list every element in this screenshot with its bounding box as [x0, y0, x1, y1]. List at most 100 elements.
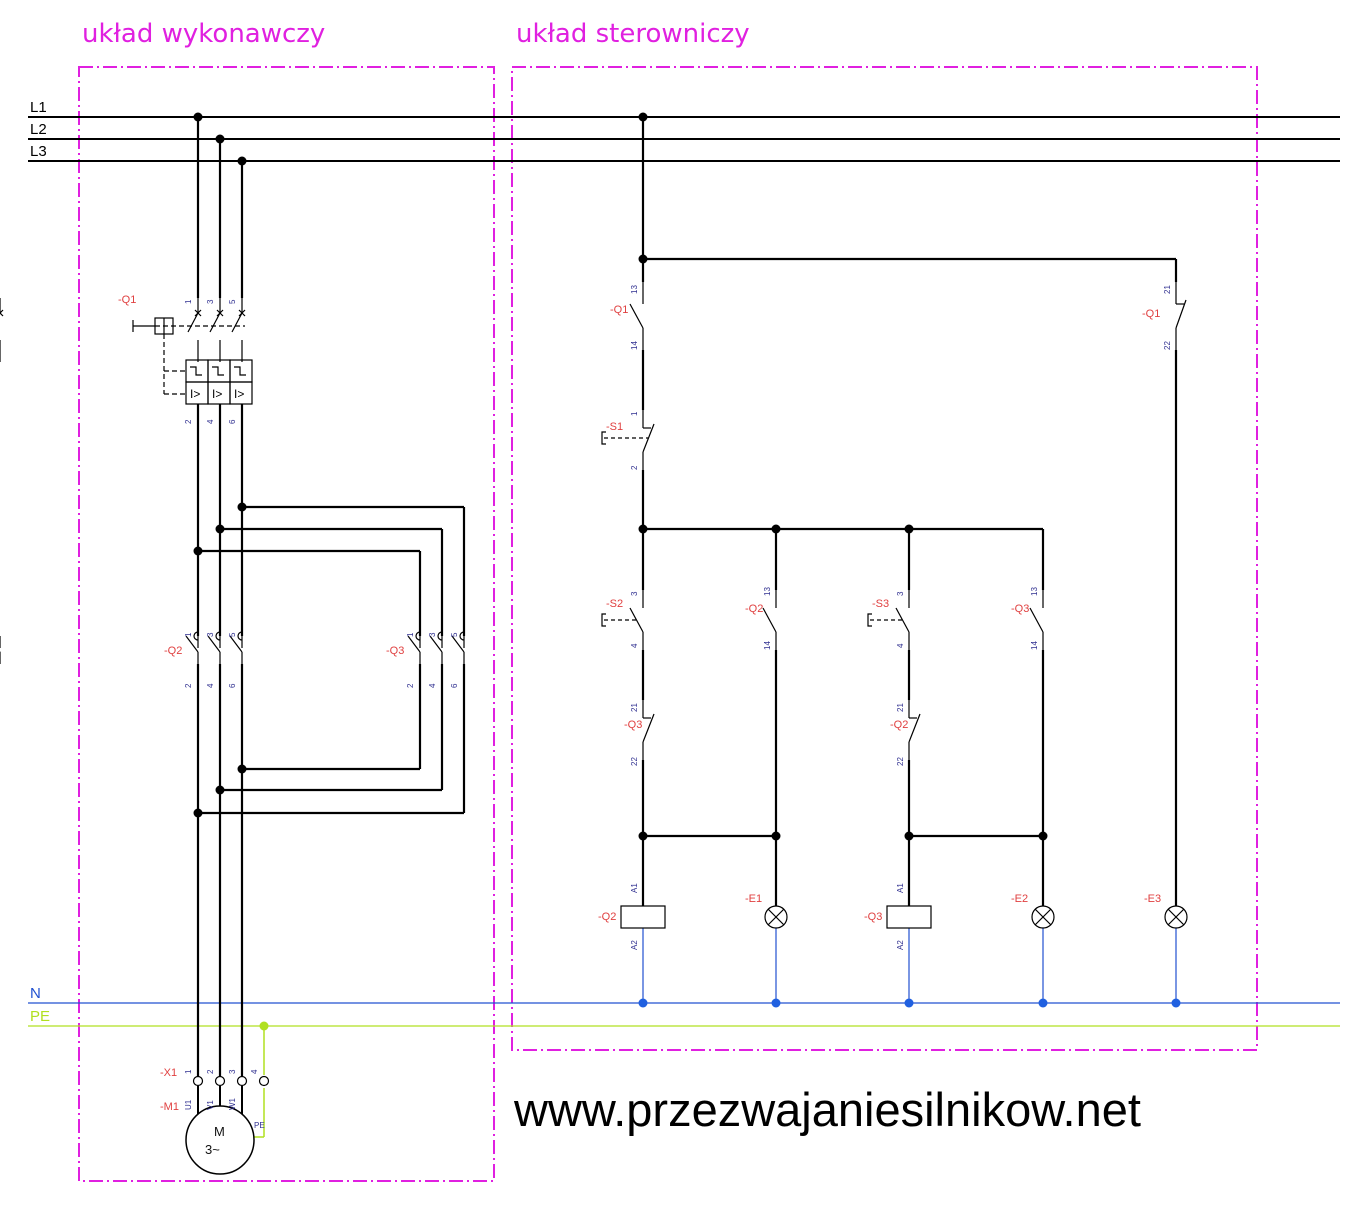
- ref-m1: -M1: [160, 1101, 179, 1113]
- tn-m-pe: PE: [254, 1121, 265, 1130]
- ref-ctrl-q1-no: -Q1: [610, 304, 628, 316]
- tn-q1-3: 3: [206, 299, 215, 304]
- svg-text:I>: I>: [190, 387, 200, 401]
- tn-q3nc-21: 21: [630, 703, 639, 712]
- tn-x1-2: 2: [206, 1069, 215, 1074]
- ref-e3: -E3: [1144, 893, 1161, 905]
- tn-s3-4: 4: [896, 643, 905, 648]
- ref-power-q2: -Q2: [164, 645, 182, 657]
- website-url: www.przezwajaniesilnikow.net: [513, 1083, 1141, 1136]
- pe-junction: [259, 1021, 269, 1031]
- tn-q3nc-22: 22: [630, 757, 639, 766]
- ref-q2-aux: -Q2: [745, 603, 763, 615]
- tn-cq1-14: 14: [630, 341, 639, 350]
- tn-q2-2: 2: [184, 683, 193, 688]
- ref-q3-aux: -Q3: [1011, 603, 1029, 615]
- ref-coil-q2: -Q2: [598, 911, 616, 923]
- terminal-strip-x1: [192, 1075, 270, 1087]
- motor-symbol-3phase: 3~: [205, 1142, 220, 1157]
- ref-x1: -X1: [160, 1067, 177, 1079]
- rail-label-l1: L1: [30, 99, 47, 116]
- tn-cq2-a1: A1: [630, 883, 639, 893]
- power-section-title: układ wykonawczy: [82, 19, 325, 49]
- tn-s3-3: 3: [896, 591, 905, 596]
- tn-q2-3: 3: [206, 632, 215, 637]
- tn-cq3-a2: A2: [896, 940, 905, 950]
- tn-x1-1: 1: [184, 1069, 193, 1074]
- control-contacts: [601, 282, 1187, 760]
- power-junctions: [193, 112, 247, 818]
- rail-label-n: N: [30, 985, 41, 1002]
- tn-x1-3: 3: [228, 1069, 237, 1074]
- coil-q3: [886, 905, 932, 929]
- tn-q3a-14: 14: [1030, 641, 1039, 650]
- motor-m1: [185, 1105, 255, 1175]
- ref-power-q1: -Q1: [118, 294, 136, 306]
- tn-q1-6: 6: [228, 419, 237, 424]
- ref-q3-nc: -Q3: [624, 719, 642, 731]
- tn-q3-5: 5: [450, 632, 459, 637]
- tn-q3-2: 2: [406, 683, 415, 688]
- tn-q3-6: 6: [450, 683, 459, 688]
- tn-cq1-21: 21: [1163, 285, 1172, 294]
- tn-q1-2: 2: [184, 419, 193, 424]
- tn-cq3-a1: A1: [896, 883, 905, 893]
- tn-q3-3: 3: [428, 632, 437, 637]
- tn-q1-1: 1: [184, 299, 193, 304]
- svg-text:I>: I>: [212, 387, 222, 401]
- tn-q2-6: 6: [228, 683, 237, 688]
- tn-cq2-a2: A2: [630, 940, 639, 950]
- tn-m-v1: V1: [206, 1100, 215, 1110]
- ref-ctrl-q1-nc: -Q1: [1142, 308, 1160, 320]
- ref-s3: -S3: [872, 598, 889, 610]
- tn-q3-4: 4: [428, 683, 437, 688]
- power-wiring: [196, 117, 466, 1081]
- breaker-trip-marks: I> I> I>: [190, 387, 244, 401]
- ref-coil-q3: -Q3: [864, 911, 882, 923]
- tn-s2-4: 4: [630, 643, 639, 648]
- motor-symbol-m: M: [214, 1124, 225, 1139]
- tn-cq1-13: 13: [630, 285, 639, 294]
- control-wiring: [641, 117, 1178, 906]
- tn-q3a-13: 13: [1030, 587, 1039, 596]
- ref-power-q3: -Q3: [386, 645, 404, 657]
- ref-s1: -S1: [606, 421, 623, 433]
- svg-text:I>: I>: [234, 387, 244, 401]
- tn-m-u1: U1: [184, 1099, 193, 1110]
- tn-m-w1: W1: [228, 1097, 237, 1110]
- tn-q1-4: 4: [206, 419, 215, 424]
- tn-q1-5: 5: [228, 299, 237, 304]
- tn-q2a-13: 13: [763, 587, 772, 596]
- power-circuit-frame: [78, 66, 495, 1182]
- ref-e2: -E2: [1011, 893, 1028, 905]
- tn-s1-1: 1: [630, 411, 639, 416]
- terminal-numbers: 1 3 5 2 4 6 1 3 5 2 4 6 1 3 5 2 4 6 1 2 …: [184, 285, 1172, 1130]
- tn-q2a-14: 14: [763, 641, 772, 650]
- tn-q2-1: 1: [184, 632, 193, 637]
- tn-q2nc-21: 21: [896, 703, 905, 712]
- tn-cq1-22: 22: [1163, 341, 1172, 350]
- tn-q3-1: 1: [406, 632, 415, 637]
- circuit-breaker-q1: [0, 297, 253, 405]
- control-section-title: układ sterowniczy: [516, 19, 750, 49]
- neutral-junctions: [638, 998, 1181, 1008]
- supply-rails: [28, 116, 1340, 1027]
- control-circuit-frame: [511, 66, 1258, 1051]
- ref-s2: -S2: [606, 598, 623, 610]
- tn-q2-4: 4: [206, 683, 215, 688]
- tn-x1-4: 4: [250, 1069, 259, 1074]
- coils-and-lamps: [620, 905, 1188, 929]
- tn-s1-2: 2: [630, 465, 639, 470]
- ref-q2-nc: -Q2: [890, 719, 908, 731]
- ref-e1: -E1: [745, 893, 762, 905]
- control-junctions: [638, 112, 1048, 841]
- rail-label-pe: PE: [30, 1008, 50, 1025]
- tn-q2nc-22: 22: [896, 757, 905, 766]
- tn-s2-3: 3: [630, 591, 639, 596]
- tn-q2-5: 5: [228, 632, 237, 637]
- rail-label-l2: L2: [30, 121, 47, 138]
- neutral-returns: [642, 928, 1177, 1003]
- rail-label-l3: L3: [30, 143, 47, 160]
- coil-q2: [620, 905, 666, 929]
